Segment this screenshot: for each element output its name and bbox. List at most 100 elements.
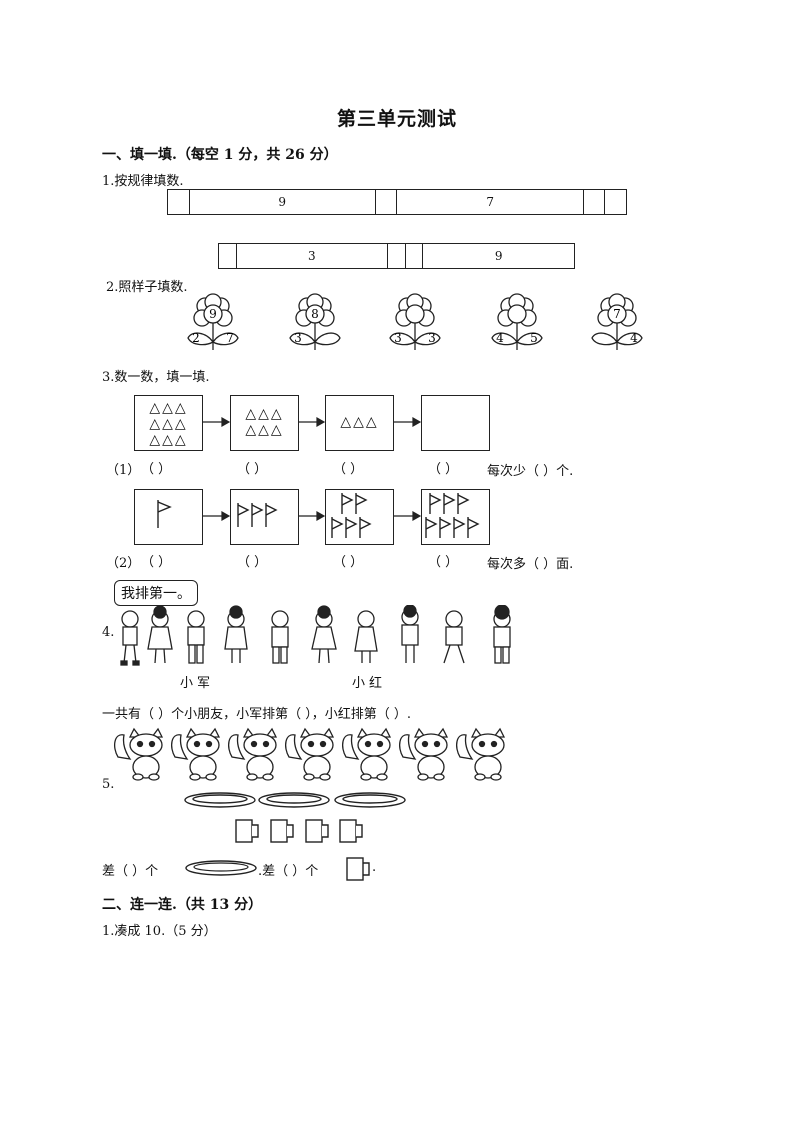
flower-left-number: 3 bbox=[394, 331, 402, 345]
flower-2: 83 bbox=[289, 293, 341, 350]
q4-number: 4. bbox=[102, 625, 115, 640]
fox-icon bbox=[398, 727, 449, 781]
q5-number: 5. bbox=[102, 777, 115, 792]
child-icon bbox=[311, 605, 337, 664]
cup-icon bbox=[270, 819, 294, 843]
plates-cups bbox=[184, 792, 406, 843]
q3-row2-suffix[interactable]: 每次多（ ）面. bbox=[487, 557, 574, 572]
q3-row1-blank[interactable]: （ ） bbox=[428, 462, 459, 477]
child-icon bbox=[120, 610, 140, 666]
child-icon bbox=[493, 605, 511, 664]
fox-icon bbox=[341, 727, 392, 781]
flower-top-number: 7 bbox=[613, 307, 621, 321]
q3-row1-blank[interactable]: （ ） bbox=[141, 462, 172, 477]
flag-icon bbox=[251, 503, 264, 527]
sequence-table-2: 3 9 bbox=[218, 243, 575, 269]
triangle-icons: △△△△△△△△△ bbox=[149, 400, 188, 448]
flag-icon bbox=[237, 503, 250, 527]
q3-row1-blank[interactable]: （ ） bbox=[333, 462, 364, 477]
flower-right-number: 3 bbox=[428, 331, 436, 345]
q3-row1-suffix[interactable]: 每次少（ ）个. bbox=[487, 464, 574, 479]
q3-row2-blank[interactable]: （ ） bbox=[237, 555, 268, 570]
flag-box-4 bbox=[421, 489, 490, 545]
plate-icon bbox=[258, 792, 330, 808]
q2-label: 2.照样子填数. bbox=[106, 280, 188, 295]
section-2-heading: 二、连一连.（共 13 分） bbox=[102, 897, 263, 913]
fox-icon bbox=[113, 727, 164, 781]
flag-icon bbox=[355, 493, 368, 514]
flags-layer bbox=[157, 493, 480, 538]
child-icon bbox=[224, 605, 248, 663]
q3-row2-blank[interactable]: （ ） bbox=[428, 555, 459, 570]
flower-right-number: 4 bbox=[630, 331, 638, 345]
q4-question[interactable]: 一共有（ ）个小朋友，小军排第（ ），小红排第（ ）. bbox=[102, 707, 412, 722]
q3-row2-prefix: （2） bbox=[106, 556, 141, 571]
flag-icon bbox=[443, 493, 456, 514]
children-row bbox=[120, 605, 511, 666]
label-xiaojun: 小军 bbox=[180, 676, 215, 691]
flag-icon bbox=[359, 517, 372, 538]
cup-icon bbox=[346, 857, 370, 881]
child-icon bbox=[271, 610, 289, 664]
flag-icon bbox=[341, 493, 354, 514]
fox-icon bbox=[284, 727, 335, 781]
seq1-cell: 9 bbox=[188, 189, 376, 215]
triangle-box-2: △△△△△△ bbox=[230, 395, 299, 451]
plate-icon bbox=[334, 792, 406, 808]
flower-top-number: 9 bbox=[209, 307, 217, 321]
flag-icon bbox=[345, 517, 358, 538]
triangle-icons: △△△△△△ bbox=[245, 406, 284, 438]
cup-icon bbox=[339, 819, 363, 843]
child-icon bbox=[147, 605, 173, 664]
section-1-heading: 一、填一填.（每空 1 分，共 26 分） bbox=[102, 147, 338, 163]
flower-5: 74 bbox=[591, 293, 643, 350]
flower-1: 92 7 bbox=[187, 293, 239, 350]
q5-answer-part1[interactable]: 差（ ）个 bbox=[102, 864, 159, 879]
triangle-box-4 bbox=[421, 395, 490, 451]
section2-q1-label: 1.凑成 10.（5 分） bbox=[102, 924, 217, 939]
flag-icon bbox=[331, 517, 344, 538]
flag-icon bbox=[457, 493, 470, 514]
cup-icon bbox=[235, 819, 259, 843]
child-icon bbox=[443, 610, 465, 664]
triangle-box-1: △△△△△△△△△ bbox=[134, 395, 203, 451]
q3-label: 3.数一数，填一填. bbox=[102, 370, 210, 385]
flag-icon bbox=[157, 500, 172, 528]
sequence-table-1: 9 7 bbox=[167, 189, 627, 215]
q3-row1-prefix: （1） bbox=[106, 463, 141, 478]
label-xiaohong: 小红 bbox=[352, 676, 387, 691]
child-icon bbox=[354, 610, 378, 663]
flower-left-number: 4 bbox=[496, 331, 504, 345]
fox-icon bbox=[170, 727, 221, 781]
flower-top-number: 8 bbox=[311, 307, 319, 321]
fox-icon bbox=[227, 727, 278, 781]
seq1-cell: 7 bbox=[396, 189, 584, 215]
q5-answer-end: . bbox=[372, 860, 377, 875]
fox-row bbox=[113, 727, 506, 781]
q5-answer-part2[interactable]: .差（ ）个 bbox=[258, 864, 319, 879]
triangle-box-3: △△△ bbox=[325, 395, 394, 451]
flag-icon bbox=[467, 517, 480, 538]
speech-bubble: 我排第一。 bbox=[114, 580, 198, 606]
page-title: 第三单元测试 bbox=[336, 108, 457, 130]
cup-icon bbox=[305, 819, 329, 843]
child-icon bbox=[187, 610, 205, 664]
flower-left-number: 2 bbox=[192, 331, 200, 345]
seq1-cell[interactable] bbox=[604, 189, 627, 215]
flower-right-number: 7 bbox=[226, 331, 234, 345]
flag-box-1 bbox=[134, 489, 203, 545]
seq2-cell: 3 bbox=[235, 243, 389, 269]
fox-icon bbox=[455, 727, 506, 781]
q3-row2-blank[interactable]: （ ） bbox=[141, 555, 172, 570]
q3-row2-blank[interactable]: （ ） bbox=[333, 555, 364, 570]
flag-box-2 bbox=[230, 489, 299, 545]
q1-label: 1.按规律填数. bbox=[102, 174, 184, 189]
flower-left-number: 3 bbox=[294, 331, 302, 345]
flag-icon bbox=[429, 493, 442, 514]
flag-icon bbox=[439, 517, 452, 538]
flag-icon bbox=[453, 517, 466, 538]
q3-row1-blank[interactable]: （ ） bbox=[237, 462, 268, 477]
flower-right-number: 5 bbox=[530, 331, 538, 345]
